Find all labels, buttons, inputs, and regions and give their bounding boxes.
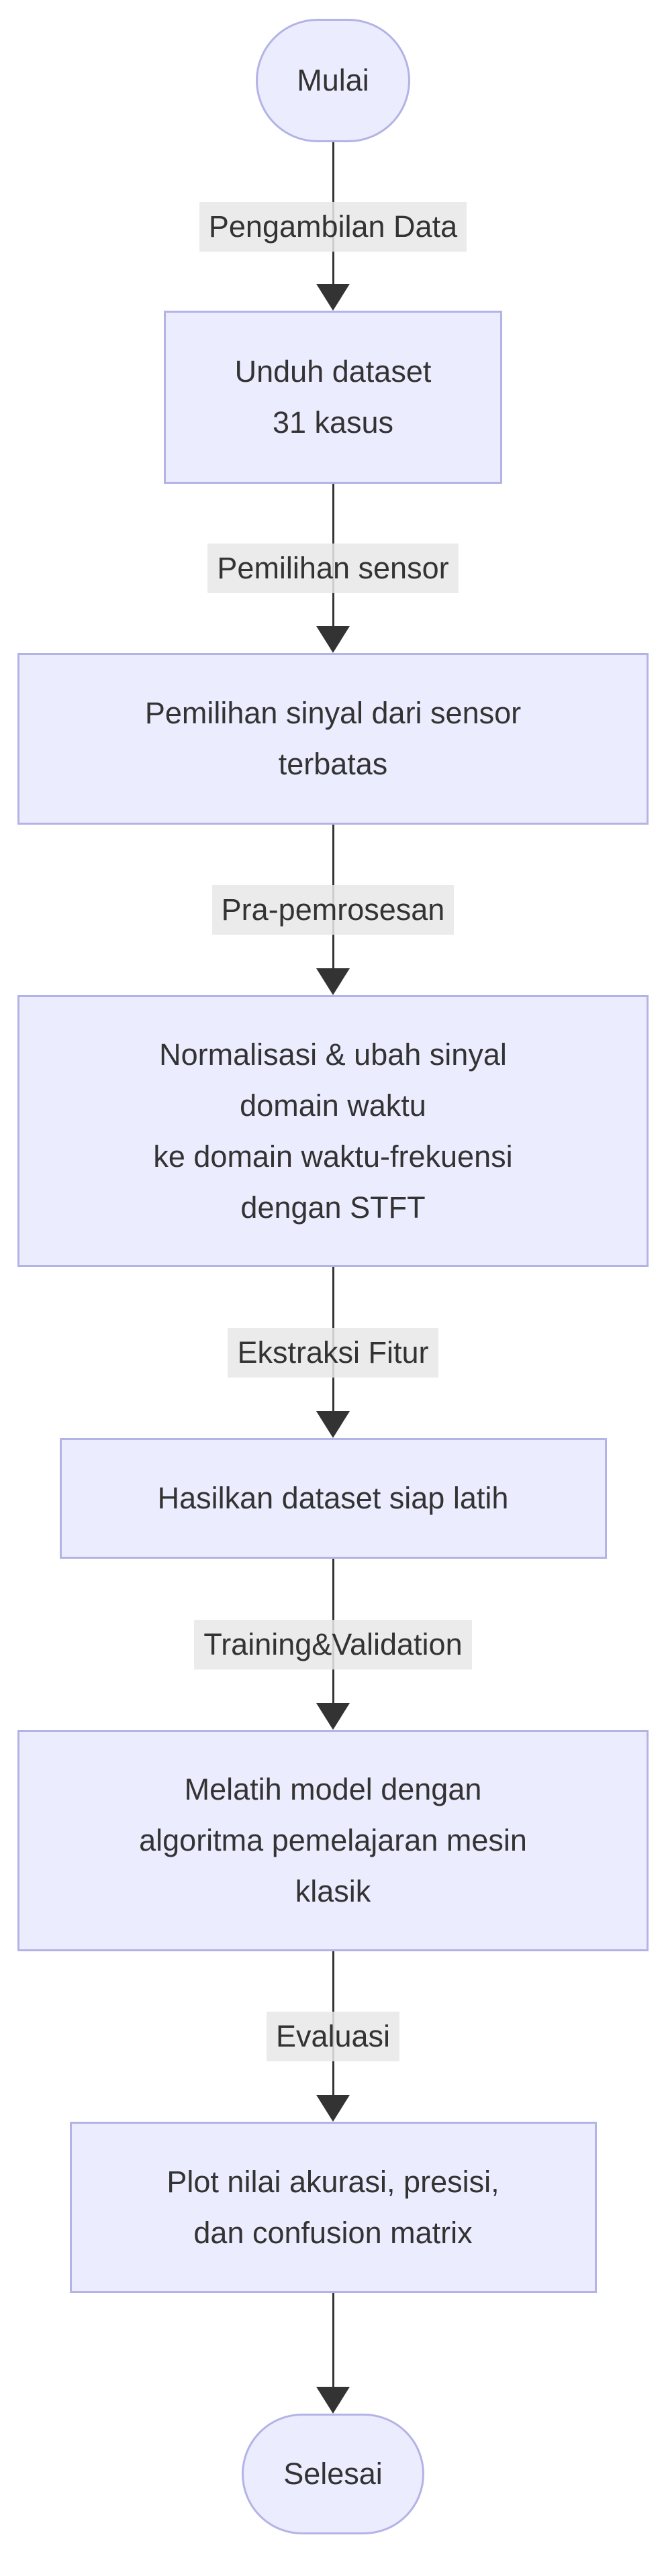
node-text-line: domain waktu	[240, 1088, 426, 1123]
arrowhead-down-icon	[316, 2387, 350, 2414]
arrowhead-down-icon	[316, 968, 350, 995]
node-pemilihan-sinyal: Pemilihan sinyal dari sensor terbatas	[17, 653, 649, 825]
node-melatih-model: Melatih model dengan algoritma pemelajar…	[17, 1730, 649, 1951]
node-text-line: klasik	[295, 1874, 371, 1908]
edge-pra-pemrosesan: Pra-pemrosesan	[0, 825, 666, 995]
edge-label-pemilihan-sensor: Pemilihan sensor	[207, 544, 459, 593]
node-end: Selesai	[242, 2414, 424, 2534]
node-text-line: 31 kasus	[272, 405, 394, 440]
node-text-line: Unduh dataset	[234, 354, 432, 389]
node-plot-hasil: Plot nilai akurasi, presisi, dan confusi…	[69, 2122, 597, 2293]
edge-ekstraksi-fitur: Ekstraksi Fitur	[0, 1267, 666, 1438]
node-text-line: Melatih model dengan	[184, 1772, 482, 1806]
node-text-line: Plot nilai akurasi, presisi,	[166, 2164, 500, 2199]
edge-label-pra-pemrosesan: Pra-pemrosesan	[211, 885, 455, 935]
arrowhead-down-icon	[316, 626, 350, 653]
edge-label-ekstraksi-fitur: Ekstraksi Fitur	[228, 1327, 438, 1378]
arrowhead-down-icon	[316, 1411, 350, 1438]
node-text-line: ke domain waktu-frekuensi	[153, 1139, 513, 1174]
edge-label-training-validation: Training&Validation	[194, 1619, 472, 1669]
node-text-line: dengan STFT	[240, 1190, 426, 1225]
node-text-line: algoritma pemelajaran mesin	[139, 1823, 527, 1857]
node-end-label: Selesai	[283, 2457, 383, 2491]
edge-evaluasi: Evaluasi	[0, 1951, 666, 2122]
edge-pemilihan-sensor: Pemilihan sensor	[0, 484, 666, 653]
node-start: Mulai	[256, 19, 410, 142]
edge-label-pengambilan-data: Pengambilan Data	[199, 201, 467, 252]
node-hasilkan-dataset: Hasilkan dataset siap latih	[59, 1438, 607, 1559]
arrowhead-down-icon	[316, 1703, 350, 1730]
edge-line	[332, 2293, 334, 2410]
node-normalisasi-stft: Normalisasi & ubah sinyal domain waktu k…	[17, 995, 649, 1267]
edge-pengambilan-data: Pengambilan Data	[0, 142, 666, 311]
node-text-line: Hasilkan dataset siap latih	[157, 1481, 509, 1515]
node-unduh-dataset: Unduh dataset 31 kasus	[164, 311, 502, 484]
node-text-line: dan confusion matrix	[193, 2215, 473, 2250]
node-start-label: Mulai	[297, 63, 369, 97]
edge-label-evaluasi: Evaluasi	[266, 2012, 400, 2061]
node-text-line: terbatas	[278, 747, 388, 781]
arrowhead-down-icon	[316, 284, 350, 311]
edge-training-validation: Training&Validation	[0, 1559, 666, 1730]
edge-final	[0, 2293, 666, 2414]
node-text-line: Pemilihan sinyal dari sensor	[144, 696, 522, 730]
arrowhead-down-icon	[316, 2095, 350, 2122]
node-text-line: Normalisasi & ubah sinyal	[159, 1037, 507, 1072]
